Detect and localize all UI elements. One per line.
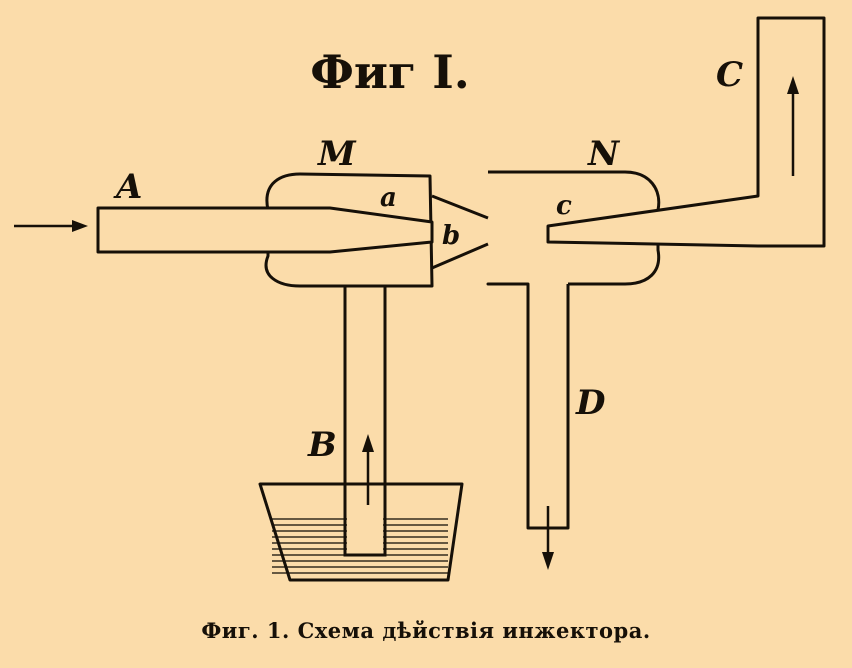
suction-pipe-interior	[347, 500, 383, 554]
up-arrow-c-icon	[787, 76, 799, 176]
up-arrow-b-icon	[362, 434, 374, 505]
label-c-lower: c	[556, 191, 572, 221]
label-m: M	[317, 134, 357, 174]
inflow-arrow-icon	[14, 220, 88, 232]
chamber-m	[264, 172, 434, 288]
label-a-lower: a	[380, 183, 397, 213]
suction-pipe-b-end	[343, 490, 387, 557]
label-b-lower: b	[442, 221, 460, 251]
overflow-pipe-d	[526, 284, 570, 530]
label-b-upper: B	[307, 425, 337, 465]
label-c-upper: C	[716, 55, 743, 95]
inlet-pipe-a	[96, 206, 434, 254]
figure-heading: Фиг I.	[310, 45, 470, 99]
combining-cone	[431, 194, 489, 270]
basin	[258, 482, 464, 582]
figure-caption: Фиг. 1. Схема дѣйствія инжектора.	[201, 618, 651, 643]
delivery-pipe-c	[546, 16, 826, 248]
label-n: N	[587, 134, 621, 174]
label-d-upper: D	[575, 383, 606, 423]
label-a-upper: A	[113, 167, 142, 207]
down-arrow-d-icon	[542, 506, 554, 570]
